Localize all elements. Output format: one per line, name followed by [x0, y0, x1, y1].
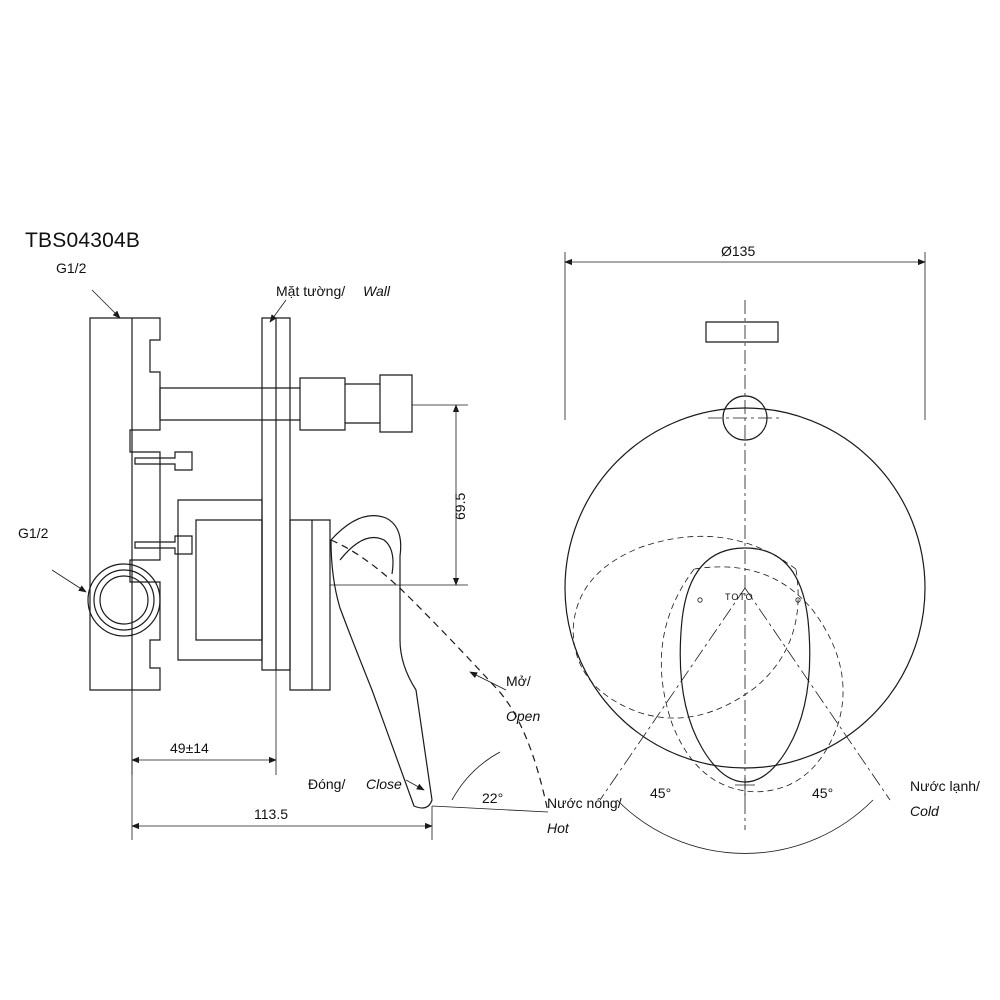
label-hot-vi: Nước nóng/: [547, 795, 622, 811]
label-inlet-bottom: G1/2: [18, 525, 49, 541]
dimension-wall-offset: 49±14: [170, 740, 209, 756]
label-cold-en: Cold: [910, 803, 939, 819]
dimension-hot-angle: 45°: [650, 785, 672, 801]
brand-mark-dots: [697, 597, 801, 603]
dimension-height-center: 69.5: [452, 492, 468, 520]
side-view-body: [87, 317, 549, 813]
dimension-diameter: Ø135: [721, 243, 756, 259]
dimension-cold-angle: 45°: [812, 785, 834, 801]
side-view-dimension-lines: [51, 289, 549, 840]
diameter-dimension: [564, 252, 926, 420]
label-open-en: Open: [506, 708, 541, 724]
page-title: TBS04304B: [25, 229, 141, 252]
label-hot-en: Hot: [547, 820, 569, 836]
dimension-lever-angle: 22°: [482, 790, 504, 806]
label-wall-en: Wall: [363, 283, 390, 299]
dimension-total-depth: 113.5: [254, 806, 288, 822]
front-view-swing-arcs: [572, 300, 891, 854]
label-close-vi: Đóng/: [308, 776, 346, 792]
label-cold-vi: Nước lạnh/: [910, 778, 980, 794]
brand-label: TOTO: [725, 592, 754, 602]
label-open-vi: Mở/: [506, 673, 531, 689]
label-close-en: Close: [366, 776, 402, 792]
label-wall-vi: Mặt tường/: [276, 283, 346, 299]
label-inlet-top: G1/2: [56, 260, 87, 276]
